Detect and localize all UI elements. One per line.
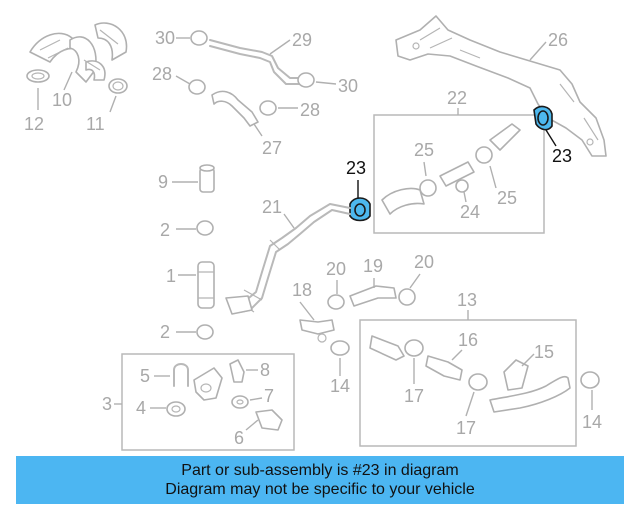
assembly-box-22 [373, 114, 545, 234]
part-20-clamp-a [327, 294, 345, 310]
part-1-connector [197, 261, 215, 309]
part-19-hose [349, 285, 397, 307]
callout-14b: 14 [582, 412, 602, 432]
part-2-clamp-lower [196, 324, 214, 340]
callout-30b: 30 [338, 76, 358, 96]
callout-11: 11 [86, 114, 105, 134]
callout-5: 5 [140, 366, 150, 386]
part-13-hose-left [369, 335, 424, 361]
banner-line-2: Diagram may not be specific to your vehi… [165, 481, 475, 498]
parts-diagram: 12 10 11 30 29 30 28 28 27 26 22 [24, 15, 607, 451]
part-23-clamp-left[interactable] [349, 197, 371, 222]
part-27-hose [211, 90, 259, 127]
callout-1: 1 [166, 266, 176, 286]
part-14-clamp-right [580, 371, 600, 389]
part-15-hose [489, 359, 571, 413]
callout-25b: 25 [497, 188, 517, 208]
part-5-clip [173, 363, 189, 387]
callout-7: 7 [264, 386, 274, 406]
callout-2a: 2 [160, 220, 170, 240]
callout-20a: 20 [326, 259, 346, 279]
part-4-washer [166, 401, 186, 417]
info-banner: Part or sub-assembly is #23 in diagram D… [16, 456, 624, 504]
callout-21: 21 [262, 197, 282, 217]
part-23-clamp-right[interactable] [533, 105, 553, 131]
callout-3: 3 [102, 394, 112, 414]
part-11-clamp [108, 78, 128, 94]
part-28-clamp-b [259, 100, 277, 116]
part-25-hose-group [381, 123, 521, 215]
part-20-clamp-b [398, 288, 416, 306]
assembly-box-3 [121, 353, 295, 451]
part-12-clamp [26, 69, 50, 83]
part-29-pipe [209, 39, 301, 85]
callout-12: 12 [24, 114, 44, 134]
callout-15: 15 [534, 342, 554, 362]
callout-10: 10 [52, 90, 72, 110]
part-2-clamp-upper [196, 220, 214, 236]
callout-27: 27 [262, 138, 282, 158]
callout-28b: 28 [300, 100, 320, 120]
part-14-clamp-left [330, 340, 350, 356]
part-26-bracket [395, 15, 607, 157]
part-18-fitting [299, 319, 335, 343]
callout-25a: 25 [414, 140, 434, 160]
callout-22: 22 [447, 88, 467, 108]
part-7-washer [231, 395, 249, 409]
callout-28a: 28 [152, 64, 172, 84]
part-30-clamp-a [190, 30, 208, 46]
callout-26: 26 [548, 30, 568, 50]
callout-20b: 20 [414, 252, 434, 272]
callout-2b: 2 [160, 322, 170, 342]
callout-29: 29 [292, 30, 312, 50]
part-16-fitting [425, 355, 463, 381]
part-28-clamp-a [188, 79, 206, 95]
callout-9: 9 [158, 172, 168, 192]
part-fitting-center [193, 367, 223, 401]
banner-line-1: Part or sub-assembly is #23 in diagram [181, 462, 459, 479]
callout-24: 24 [460, 202, 480, 222]
callout-19: 19 [363, 256, 383, 276]
callout-17a: 17 [404, 386, 424, 406]
callout-23-left: 23 [346, 158, 366, 178]
part-17-clamp-lower [468, 373, 488, 391]
callout-14a: 14 [330, 376, 350, 396]
part-30-clamp-b [297, 72, 315, 88]
callout-13: 13 [457, 290, 477, 310]
callout-4: 4 [136, 398, 146, 418]
part-6-fitting [255, 409, 283, 431]
part-8-bracket [229, 359, 245, 383]
callout-8: 8 [260, 360, 270, 380]
callout-23-right: 23 [552, 146, 572, 166]
callout-16: 16 [458, 330, 478, 350]
part-21-pipe [225, 203, 351, 315]
callout-30a: 30 [155, 28, 175, 48]
callout-17b: 17 [456, 418, 476, 438]
part-10-hoses [29, 22, 128, 83]
callout-18: 18 [292, 280, 312, 300]
part-9-fitting [199, 164, 215, 193]
callout-6: 6 [234, 428, 244, 448]
